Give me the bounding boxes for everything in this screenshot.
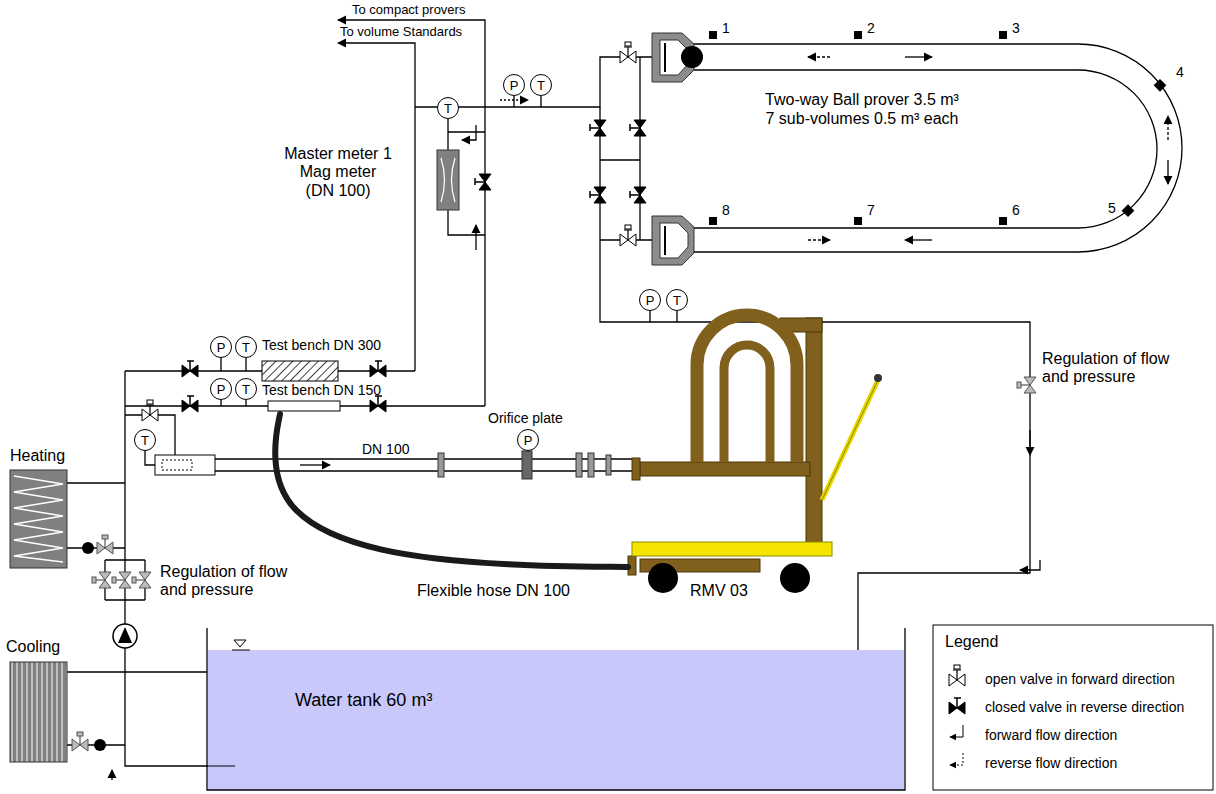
mobile-prover: RMV 03 — [628, 312, 878, 604]
pressure-gauge: P — [210, 336, 232, 358]
legend-entry: closed valve in reverse direction — [985, 699, 1184, 715]
sensor-letter: T — [242, 383, 250, 396]
sensor-letter: P — [217, 383, 226, 396]
callout-number: 6 — [1012, 202, 1020, 218]
destination-label: To compact provers — [352, 3, 465, 18]
callout-number: 5 — [1108, 200, 1116, 216]
heat-exchanger: Cooling — [4, 638, 72, 764]
pressure-gauge: P — [210, 378, 232, 400]
node-label: (DN 100) — [278, 182, 398, 200]
valve-label: Regulation of flow and pressure — [160, 563, 300, 600]
sensor-letter: P — [646, 294, 655, 307]
valve-label: Regulation of flow and pressure — [1042, 350, 1192, 387]
callout-number: 3 — [1012, 20, 1020, 36]
sensor-letter: T — [537, 79, 545, 92]
temperature-sensor: T — [666, 289, 688, 311]
legend-entry: reverse flow direction — [985, 755, 1117, 771]
callout-number: 2 — [867, 20, 875, 36]
temperature-sensor: T — [530, 74, 552, 96]
legend-title: Legend — [945, 633, 998, 651]
node-label: Test bench DN 300 — [262, 337, 392, 353]
node-label: Two-way Ball prover 3.5 m³ — [700, 90, 1024, 109]
pipe-size-label: DN 100 — [362, 441, 409, 457]
temperature-sensor: T — [235, 336, 257, 358]
sensor-letter: P — [524, 434, 533, 447]
test-bench: Test bench DN 300 — [260, 337, 392, 382]
sensor-letter: T — [673, 294, 681, 307]
part-label: Orifice plate — [488, 410, 563, 426]
node-label: Water tank 60 m³ — [295, 690, 905, 711]
node-label: Cooling — [6, 638, 72, 656]
pressure-gauge: P — [503, 74, 525, 96]
sensor-letter: P — [217, 341, 226, 354]
sensor-letter: T — [444, 102, 452, 115]
master-meter: Master meter 1Mag meter(DN 100) — [278, 145, 462, 215]
callout-number: 4 — [1176, 64, 1184, 80]
flexible-hose — [275, 414, 628, 567]
pressure-gauge: P — [517, 429, 539, 451]
ball-prover: Two-way Ball prover 3.5 m³7 sub-volumes … — [700, 72, 1024, 222]
heat-exchanger: Heating — [8, 447, 72, 570]
node-label: Mag meter — [278, 163, 398, 181]
temperature-sensor: T — [235, 378, 257, 400]
node-label: Test bench DN 150 — [262, 382, 394, 398]
water-tank: Water tank 60 m³ — [207, 650, 905, 791]
test-bench: Test bench DN 150 — [262, 382, 394, 414]
hose-label: Flexible hose DN 100 — [415, 582, 572, 600]
legend-entry: open valve in forward direction — [985, 671, 1175, 687]
callout-number: 7 — [867, 202, 875, 218]
temperature-sensor: T — [134, 429, 156, 451]
destination-label: To volume Standards — [340, 25, 462, 40]
sensor-letter: T — [141, 434, 149, 447]
temperature-sensor: T — [437, 97, 459, 119]
callout-number: 1 — [722, 20, 730, 36]
node-label: 7 sub-volumes 0.5 m³ each — [700, 109, 1024, 128]
node-label: RMV 03 — [690, 582, 748, 600]
sensor-letter: P — [510, 79, 519, 92]
node-label: Heating — [10, 447, 72, 465]
sensor-letter: T — [242, 341, 250, 354]
callout-number: 8 — [722, 202, 730, 218]
legend-entry: forward flow direction — [985, 727, 1117, 743]
pressure-gauge: P — [639, 289, 661, 311]
node-label: Master meter 1 — [278, 145, 398, 163]
